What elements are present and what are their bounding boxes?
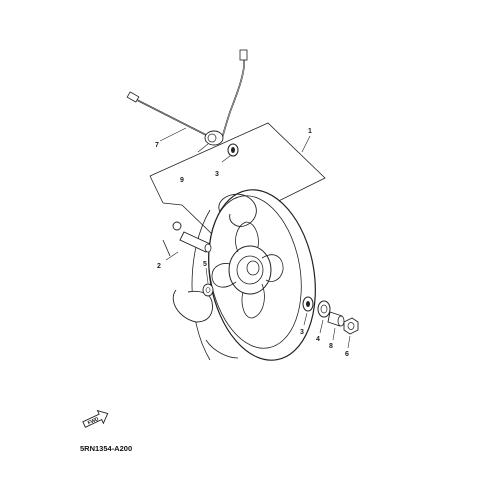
callout-7: 7 xyxy=(155,142,159,149)
diagram-code: 5RN1354-A200 xyxy=(80,444,133,453)
wheel-spokes xyxy=(211,221,284,319)
collar xyxy=(165,221,212,261)
callout-3-lower: 3 xyxy=(300,329,304,336)
callout-1: 1 xyxy=(308,128,312,135)
bearing-left xyxy=(202,267,214,297)
callout-6: 6 xyxy=(345,351,349,358)
oil-seal-upper xyxy=(221,143,239,163)
wheel-hub xyxy=(228,245,272,295)
leader-line-1 xyxy=(301,135,311,153)
bearing-right xyxy=(317,300,331,334)
axle-bolt xyxy=(126,91,213,142)
callout-labels: 1 2 3 3 4 5 6 7 8 9 xyxy=(155,128,349,358)
fwd-arrow-icon: FWD xyxy=(82,409,109,428)
callout-8: 8 xyxy=(329,343,333,350)
axle-nut xyxy=(343,317,359,349)
collar-right xyxy=(327,311,345,341)
front-wheel xyxy=(172,189,316,361)
oil-seal-lower xyxy=(302,296,314,326)
callout-4: 4 xyxy=(316,336,320,343)
speedometer-gear-unit xyxy=(197,49,248,153)
hub-flange xyxy=(218,193,257,227)
callout-9: 9 xyxy=(180,177,184,184)
callout-2: 2 xyxy=(157,263,161,270)
assembly-outline xyxy=(149,122,326,257)
callout-5: 5 xyxy=(203,261,207,268)
callout-3-upper: 3 xyxy=(215,171,219,178)
fwd-label: FWD xyxy=(87,416,100,426)
